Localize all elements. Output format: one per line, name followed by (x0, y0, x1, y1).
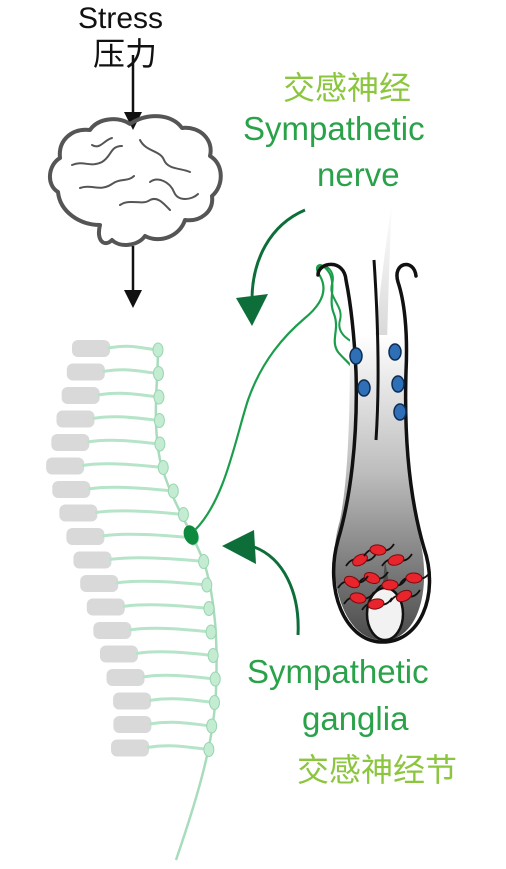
ganglion-node (153, 413, 165, 428)
vertebra (113, 716, 152, 733)
sympathetic-nerve-fiber (194, 264, 358, 531)
blue-cell (388, 343, 402, 361)
nerve-arrow (236, 208, 306, 326)
spinal-nerve-branch (109, 556, 204, 563)
spinal-nerve-branch (149, 720, 212, 728)
spinal-nerve-branch (146, 744, 210, 751)
ganglion-node (157, 460, 169, 475)
spinal-nerve-branch (115, 579, 207, 587)
red-cell (369, 544, 387, 556)
spinal-nerve-branch (88, 485, 174, 493)
ganglion-node (203, 601, 215, 616)
sympathetic-ganglia-label-line1: Sympathetic (247, 653, 429, 690)
spinal-nerve-branch (135, 650, 214, 657)
red-cell (352, 553, 368, 567)
highlighted-ganglion (183, 525, 199, 545)
red-cell (405, 572, 423, 584)
vertebra (59, 504, 98, 522)
spinal-nerve-branch (129, 626, 212, 634)
spinal-nerve-branches (81, 344, 216, 751)
stress-label: Stress (78, 2, 164, 35)
red-cell (387, 554, 405, 566)
ganglion-node (154, 436, 166, 452)
ganglion-node (209, 695, 220, 710)
spinal-nerve-branch (148, 697, 215, 704)
vertebra (66, 363, 105, 381)
vertebra (46, 457, 85, 475)
spinal-nerve-branch (97, 391, 160, 399)
red-cell (349, 592, 367, 604)
brain-to-spine-arrow (124, 246, 142, 308)
ganglion-node (209, 671, 221, 687)
sympathetic-nerve-label-line1: Sympathetic (243, 110, 425, 147)
sympathetic-ganglia-label-line2: ganglia (302, 700, 409, 737)
vertebra (93, 622, 132, 639)
vertebra (61, 387, 100, 404)
blue-cells (349, 343, 407, 421)
vertebra (66, 528, 105, 545)
ganglion-node (203, 742, 215, 757)
vertebra (111, 739, 150, 757)
red-cell (367, 598, 385, 610)
brain-icon (48, 114, 223, 247)
sympathetic-nerve-branch (317, 265, 363, 347)
blue-cell (391, 375, 405, 393)
spinal-nerve-branch (122, 603, 210, 610)
sympathetic-ganglia-label-zh: 交感神经节 (297, 751, 458, 789)
red-cells (337, 543, 431, 611)
red-cell (381, 579, 399, 591)
vertebra (73, 551, 112, 569)
spinal-nerve-branch (102, 368, 159, 375)
ganglion-node (198, 554, 210, 569)
spinal-nerve-branch (92, 415, 160, 422)
ganglion-node (152, 366, 164, 381)
spinal-nerve-branch (95, 509, 184, 516)
blue-cell (349, 347, 363, 365)
sympathetic-nerve-label-zh: 交感神经 (283, 69, 412, 107)
vertebra (113, 692, 152, 710)
ganglia-arrow (222, 530, 300, 636)
spinal-nerve-branch (142, 673, 216, 681)
red-cell (343, 575, 361, 589)
spinal-nerve-branch (102, 532, 194, 540)
spinal-nerve-branch (81, 462, 164, 469)
blue-cell (393, 403, 407, 421)
red-cell (395, 589, 413, 603)
ganglion-node (177, 507, 189, 522)
ganglion-node (153, 389, 165, 405)
ganglion-node (167, 483, 179, 499)
stress-label-zh: 压力 (93, 35, 158, 73)
spinal-nerve-branch (107, 344, 159, 352)
ganglion-node (206, 718, 218, 734)
follicle-outline (316, 262, 432, 644)
vertebra (99, 645, 138, 663)
vertebra (51, 434, 90, 451)
vertebrae (46, 340, 152, 757)
ganglia-nodes (152, 342, 221, 757)
blue-cell (357, 379, 371, 397)
ganglion-node (207, 648, 219, 663)
ganglion-node (205, 624, 217, 640)
ganglion-node (201, 577, 213, 593)
sympathetic-nerve-label-line2: nerve (317, 156, 400, 193)
vertebra (72, 340, 110, 357)
spinal-nerve-branch (87, 438, 161, 446)
vertebra (56, 410, 95, 428)
vertebra (52, 481, 91, 498)
vertebra (106, 669, 145, 686)
red-cell (363, 572, 381, 584)
vertebra (86, 598, 125, 616)
vertebra (80, 575, 119, 592)
hair-follicle-illustration (316, 200, 432, 644)
ganglion-node (152, 342, 164, 358)
spine-illustration (46, 340, 221, 861)
